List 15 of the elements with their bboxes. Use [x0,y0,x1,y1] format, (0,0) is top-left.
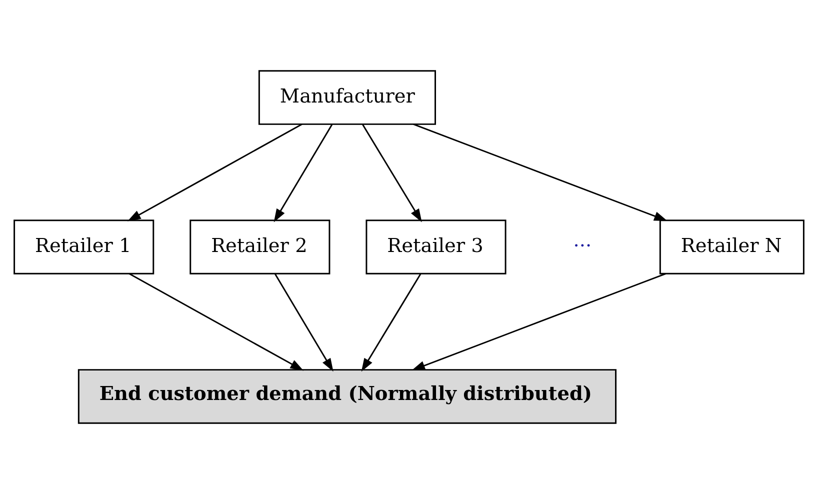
arrow [274,273,334,372]
arrow [274,124,333,222]
node-box: Manufacturer [258,70,436,124]
node-box: Retailer N [659,219,804,274]
arrow [362,124,422,222]
node-box: Retailer 2 [190,219,330,274]
node-box: End customer demand (Normally distributed) [78,368,617,424]
label: ··· [573,234,592,257]
arrow [127,123,302,221]
arrow [361,273,422,372]
arrow [128,272,304,370]
node-box: Retailer 3 [366,219,506,274]
arrow [413,123,668,220]
node-box: Retailer 1 [14,219,154,274]
arrow [412,272,666,370]
